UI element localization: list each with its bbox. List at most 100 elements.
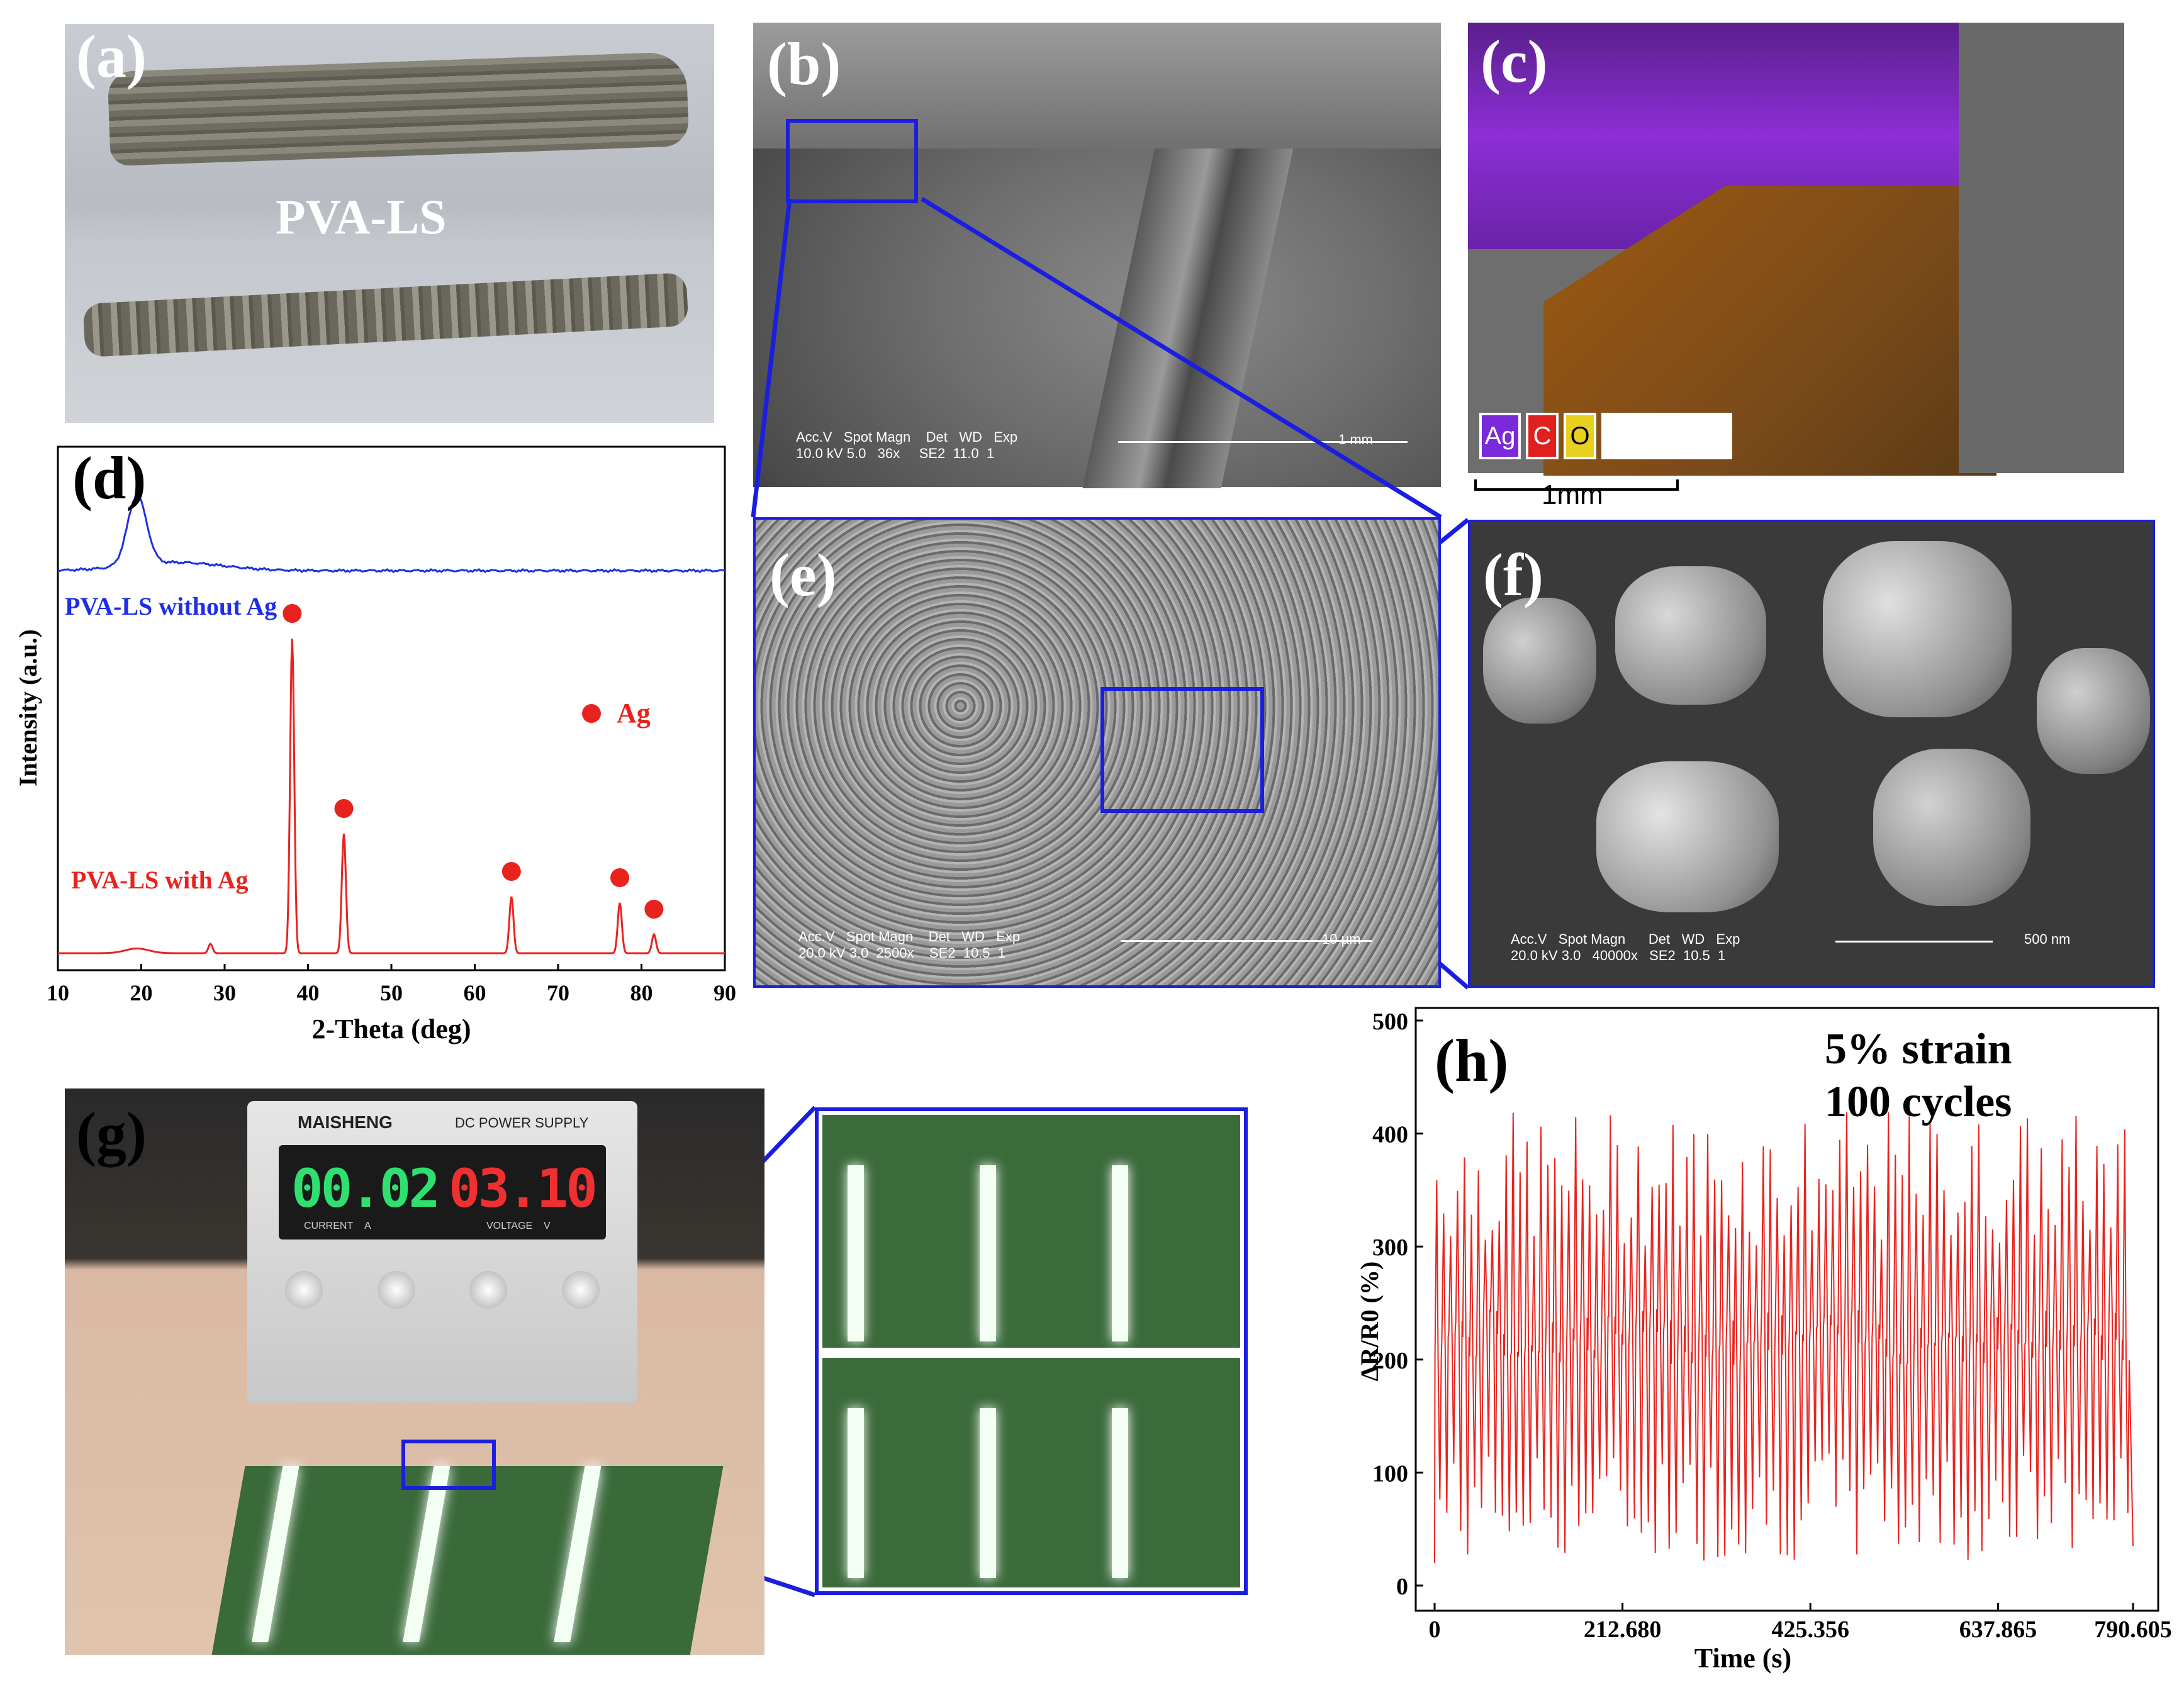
particle-3: [1596, 761, 1779, 912]
particle-4: [1873, 749, 2030, 906]
cycle-response-series: [1434, 1112, 2134, 1564]
series-label-without: PVA-LS without Ag: [65, 592, 277, 620]
led-board: [211, 1466, 724, 1655]
knob-row: [285, 1271, 600, 1321]
xrd-xtick-label: 70: [547, 980, 569, 1005]
panel-h-cycle-chart: 0 100 200 300 400 500 0 212.680 425.356 637.865 79…: [1355, 1007, 2172, 1674]
annotation-cycles: 100 cycles: [1825, 1078, 2012, 1126]
scale-bar-f: [1835, 941, 1993, 943]
inset-bottom-strip-3: [1112, 1408, 1128, 1578]
inset-top-strip-1: [848, 1165, 864, 1341]
xrd-xtick-label: 60: [464, 980, 486, 1005]
knob-3[interactable]: [469, 1271, 508, 1309]
panel-e-label: (e): [770, 541, 837, 608]
sample-name: PVA-LS: [276, 189, 447, 244]
panel-d-label: (d): [72, 444, 146, 512]
cycle-ytick-label: 0: [1396, 1574, 1408, 1600]
sem-header-f: Acc.V Spot Magn Det WD Exp: [1511, 931, 1740, 947]
xrd-series-without-ag: [57, 493, 725, 574]
xrd-layer: 10 20 30 40 50 60 70 80 90: [47, 493, 736, 1005]
cycle-xtick-label: 212.680: [1584, 1616, 1662, 1643]
particle-6: [2037, 648, 2150, 774]
panel-b-sem: (b) Acc.V Spot Magn Det WD Exp 10.0 kV 5…: [753, 23, 1441, 488]
current-readout: 00.02: [291, 1158, 440, 1219]
inset-top-strip-2: [980, 1165, 996, 1341]
inset-top: [822, 1115, 1240, 1348]
panel-a-photo: (a) PVA-LS: [65, 24, 714, 423]
knob-4[interactable]: [561, 1271, 600, 1309]
legend-o: O: [1564, 413, 1596, 459]
panel-f-label: (f): [1483, 541, 1543, 608]
scale-bar-e: [1121, 940, 1372, 942]
panel-c-label: (c): [1481, 28, 1548, 95]
panel-d-xrd-chart: 10 20 30 40 50 60 70 80 90 (d) PVA-LS without Ag…: [14, 444, 736, 1044]
particle-1: [1615, 566, 1766, 705]
cycle-layer: 0 100 200 300 400 500 0 212.680 425.356 637.865 79…: [1372, 1009, 2172, 1643]
panel-g-inset: [815, 1107, 1248, 1595]
cycle-ytick-label: 200: [1372, 1348, 1408, 1374]
xrd-xtick-label: 30: [213, 980, 236, 1005]
cycle-ytick-label: 500: [1372, 1009, 1408, 1035]
current-unit: A: [364, 1221, 371, 1231]
xrd-xtick-label: 10: [47, 980, 69, 1005]
legend-ag-text: Ag: [1484, 422, 1516, 450]
xrd-xlabel: 2-Theta (deg): [312, 1014, 471, 1044]
legend-ag-marker: [582, 704, 601, 723]
current-caption: CURRENT A: [304, 1221, 371, 1232]
xrd-xtick-label: 20: [130, 980, 153, 1005]
xrd-xtick-label: 50: [380, 980, 403, 1005]
fiber-bottom: [82, 272, 689, 358]
panel-b-label: (b): [767, 30, 841, 98]
xrd-ag-peak-marker: [610, 868, 630, 887]
inset-bottom-strip-1: [848, 1408, 864, 1578]
legend-c-text: C: [1533, 422, 1552, 450]
sem-header-e: Acc.V Spot Magn Det WD Exp: [798, 929, 1021, 944]
cycle-ytick-label: 300: [1372, 1234, 1408, 1261]
knob-2[interactable]: [377, 1271, 415, 1309]
xrd-xtick-label: 80: [630, 980, 653, 1005]
scale-bar-c: [1474, 479, 1679, 491]
panel-a-label: (a): [76, 23, 147, 90]
panel-g-photo: MAISHENG DC POWER SUPPLY 00.02 03.10 CUR…: [65, 1088, 764, 1655]
display-panel: 00.02 03.10 CURRENT A VOLTAGE V: [279, 1145, 606, 1240]
legend-ag-label: Ag: [617, 698, 651, 729]
sem-header-b: Acc.V Spot Magn Det WD Exp: [796, 429, 1018, 445]
voltage-readout: 03.10: [449, 1158, 598, 1219]
led-strip-3: [554, 1466, 602, 1642]
legend-ag: Ag: [1479, 413, 1521, 459]
cycle-plot-frame: [1414, 1007, 2159, 1612]
xrd-ag-peak-marker: [644, 900, 664, 919]
fiber-top: [107, 51, 690, 167]
cycle-ytick-label: 400: [1372, 1122, 1408, 1148]
xrd-xtick-label: 90: [714, 980, 736, 1005]
xrd-ag-peak-marker: [334, 799, 354, 818]
cycle-xtick-label: 637.865: [1959, 1616, 2037, 1643]
cycle-ylabel: ΔR/R0 (%): [1355, 1262, 1384, 1382]
cycle-ytick-label: 100: [1372, 1460, 1408, 1487]
scale-text-f: 500 nm: [2024, 931, 2071, 947]
cycle-xlabel-text: Time (s): [1694, 1643, 1791, 1674]
cycle-xtick-label: 425.356: [1771, 1616, 1849, 1643]
cycle-xlabel: Time (s): [1694, 1643, 1791, 1674]
sem-values-f: 20.0 kV 3.0 40000x SE2 10.5 1: [1511, 948, 1726, 963]
voltage-caption: VOLTAGE V: [486, 1221, 551, 1232]
power-supply-brand: MAISHENG: [298, 1112, 393, 1132]
voltage-caption-text: VOLTAGE: [486, 1221, 533, 1231]
inset-top-strip-3: [1112, 1165, 1128, 1341]
particle-5: [1483, 598, 1596, 724]
led-strip-1: [252, 1466, 300, 1642]
series-label-with: PVA-LS with Ag: [71, 866, 249, 894]
panel-c-eds-map: (c) Ag C O: [1468, 23, 2124, 476]
xrd-series-with-ag: [58, 638, 725, 954]
sem-values-b: 10.0 kV 5.0 36x SE2 11.0 1: [796, 445, 995, 461]
xrd-ag-peak-marker: [501, 862, 521, 881]
eds-gray-region: [1959, 23, 2124, 473]
knob-1[interactable]: [285, 1271, 323, 1309]
zoom-box-e: [1100, 687, 1264, 813]
inset-bottom: [822, 1358, 1240, 1587]
power-supply-model: DC POWER SUPPLY: [455, 1115, 589, 1131]
xrd-xtick-label: 40: [297, 980, 320, 1005]
cycle-xtick-label: 790.605: [2094, 1616, 2172, 1643]
inset-bottom-strip-2: [980, 1408, 996, 1578]
cycle-xtick-label: 0: [1429, 1616, 1441, 1643]
